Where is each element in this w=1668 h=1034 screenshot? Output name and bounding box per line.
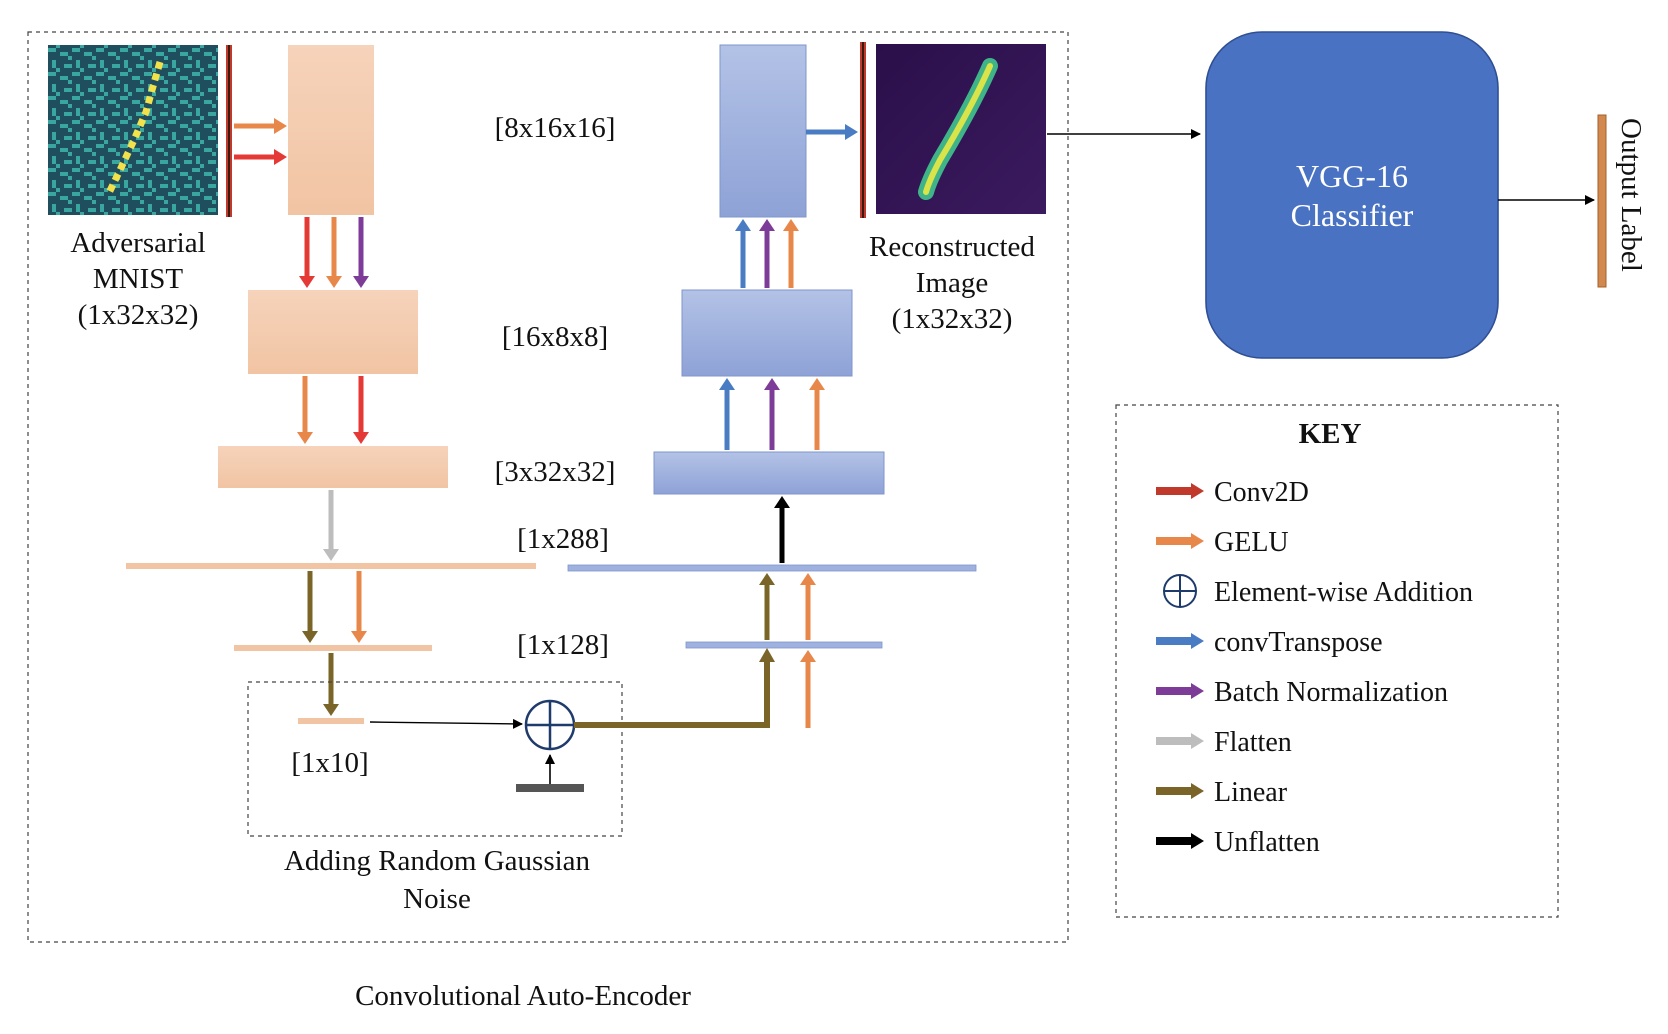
vgg16-classifier-box	[1205, 31, 1499, 359]
key-items: Conv2D GELU Element-wise Addition convTrans…	[1156, 477, 1473, 858]
classifier-label-line1: VGG-16	[1296, 158, 1408, 194]
input-conv2d-arrow	[234, 149, 287, 165]
dec2-batchnorm-arrow	[759, 219, 775, 288]
encoder-block-1	[288, 45, 374, 215]
autoencoder-frame	[27, 31, 1069, 943]
output-label-bar	[1597, 114, 1607, 288]
key-item-label: Unflatten	[1214, 827, 1320, 858]
decoder-block-3	[653, 451, 885, 495]
enc1-batchnorm-arrow	[353, 217, 369, 288]
key-item-gelu: GELU	[1156, 527, 1289, 558]
key-item-label: Batch Normalization	[1214, 677, 1448, 708]
dim-label-1x288: [1x288]	[517, 523, 609, 555]
latent-dim-label: [1x10]	[291, 747, 368, 779]
key-item-flatten: Flatten	[1156, 727, 1292, 758]
dec2-convtranspose-arrow	[735, 219, 751, 288]
key-item-linear: Linear	[1156, 777, 1288, 808]
enc3-flatten-arrow	[323, 490, 339, 561]
input-label-line1: Adversarial	[70, 227, 205, 259]
recon-label-line3: (1x32x32)	[892, 303, 1013, 335]
input-arrows	[234, 118, 287, 165]
decoder-arrows	[719, 124, 858, 728]
add-to-decoder-arrowhead	[759, 648, 775, 662]
decoder-linear-128	[685, 641, 883, 649]
adversarial-input-image	[48, 45, 232, 217]
key-item-unflatten: Unflatten	[1156, 827, 1320, 858]
recon-label-line2: Image	[916, 267, 988, 299]
add-to-decoder-path	[574, 660, 770, 728]
enc1-gelu-arrow	[326, 217, 342, 288]
encoder-block-2	[248, 290, 418, 374]
key-item-batch-normalization: Batch Normalization	[1156, 677, 1448, 708]
output-label-text: Output Label	[1615, 118, 1647, 272]
autoencoder-title: Convolutional Auto-Encoder	[355, 980, 691, 1012]
dec5-gelu-arrow	[800, 573, 816, 640]
enc2-gelu-arrow	[297, 376, 313, 444]
recon-label-line1: Reconstructed	[869, 231, 1035, 263]
reconstructed-image	[860, 42, 1046, 218]
enc2-conv2d-arrow	[353, 376, 369, 444]
key-item-label: convTranspose	[1214, 627, 1383, 658]
input-label-line2: MNIST	[93, 263, 184, 295]
classifier-label-line2: Classifier	[1291, 197, 1414, 233]
decoder-block-1	[719, 44, 807, 218]
key-arrow-icon	[1156, 733, 1204, 749]
dec1-convtranspose-arrow	[806, 124, 858, 140]
dec5-linear-arrow	[759, 573, 775, 640]
dim-label-3x32x32: [3x32x32]	[495, 456, 616, 488]
encoder-flat-288	[126, 563, 536, 569]
key-frame	[1115, 404, 1559, 918]
noise-source-icon	[516, 754, 584, 792]
latent-vector	[298, 718, 364, 724]
key-item-convtranspose: convTranspose	[1156, 627, 1383, 658]
key-item-label: Conv2D	[1214, 477, 1309, 508]
dec3-gelu-arrow	[809, 378, 825, 450]
key-arrow-icon	[1156, 633, 1204, 649]
encoder-arrows	[297, 217, 369, 716]
encoder-block-3	[218, 446, 448, 488]
input-label-line3: (1x32x32)	[78, 299, 199, 331]
input-gelu-arrow	[234, 118, 287, 134]
dec2-gelu-arrow	[783, 219, 799, 288]
dec4-unflatten-arrow	[774, 496, 790, 563]
element-wise-addition-icon	[524, 699, 576, 751]
key-arrow-icon	[1156, 833, 1204, 849]
key-arrow-icon	[1156, 783, 1204, 799]
noise-label-line1: Adding Random Gaussian	[284, 845, 591, 877]
noise-label-line2: Noise	[403, 883, 471, 915]
key-item-label: Linear	[1214, 777, 1288, 808]
key-item-element-wise-addition: Element-wise Addition	[1163, 574, 1473, 608]
key-arrow-icon	[1156, 483, 1204, 499]
key-arrow-icon	[1156, 533, 1204, 549]
dec6-gelu-arrow	[800, 650, 816, 728]
key-item-conv2d: Conv2D	[1156, 477, 1309, 508]
dim-label-8x16x16: [8x16x16]	[495, 112, 616, 144]
enc5-linear-arrow	[323, 653, 339, 716]
latent-to-add-line	[369, 718, 523, 729]
decoder-block-2	[681, 289, 853, 377]
dec3-convtranspose-arrow	[719, 378, 735, 450]
enc4-gelu-arrow	[351, 571, 367, 643]
key-item-label: GELU	[1214, 527, 1289, 558]
dec3-batchnorm-arrow	[764, 378, 780, 450]
encoder-linear-128	[234, 645, 432, 651]
noise-frame	[247, 681, 623, 837]
enc4-linear-arrow	[302, 571, 318, 643]
dim-label-1x128: [1x128]	[517, 629, 609, 661]
key-title: KEY	[1299, 418, 1362, 450]
dim-label-16x8x8: [16x8x8]	[502, 321, 608, 353]
key-arrow-icon	[1156, 683, 1204, 699]
decoder-flat-288	[567, 564, 977, 572]
key-item-label: Element-wise Addition	[1214, 577, 1473, 608]
enc1-conv2d-arrow	[299, 217, 315, 288]
key-item-label: Flatten	[1214, 727, 1292, 758]
